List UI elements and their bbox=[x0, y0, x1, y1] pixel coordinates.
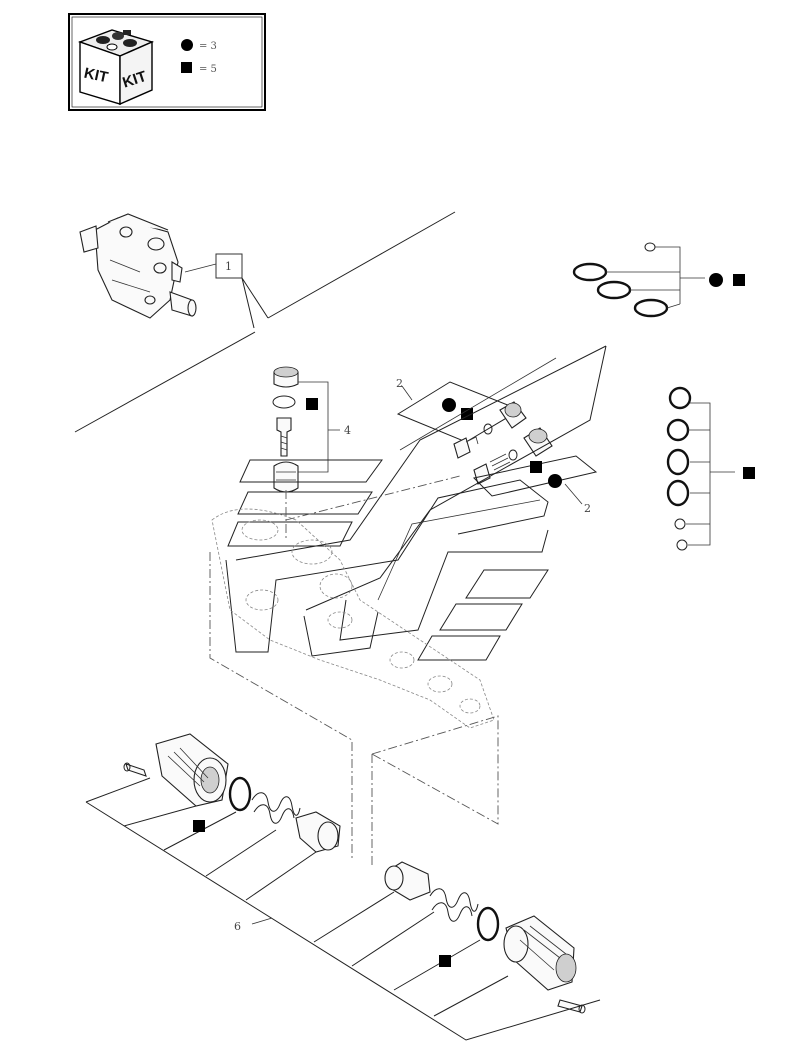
legend-square-text: = 5 bbox=[199, 64, 217, 75]
upper-square-marker bbox=[461, 408, 473, 420]
check-valve-upper: 2 bbox=[396, 377, 527, 459]
callout-6-text: 6 bbox=[234, 920, 241, 933]
kit-label-left: KIT bbox=[82, 65, 109, 87]
callout-1-text: 1 bbox=[225, 260, 232, 273]
kit-legend: KIT KIT = 3 = 5 bbox=[68, 13, 266, 111]
assembly-reference-line bbox=[74, 211, 456, 433]
left-cap-square-marker bbox=[193, 820, 205, 832]
kit-box-icon: KIT KIT bbox=[77, 29, 155, 106]
spool-cap-right bbox=[384, 861, 586, 1014]
right-cap-square-marker bbox=[439, 955, 451, 967]
assembly-axes bbox=[209, 475, 499, 868]
callout-4-text: 4 bbox=[344, 424, 351, 437]
kit-label-right: KIT bbox=[120, 68, 148, 92]
cartridge-square-marker bbox=[306, 398, 318, 410]
callout-2-bottom-text: 2 bbox=[584, 502, 591, 515]
kit-circle-marker bbox=[709, 273, 723, 287]
o-ring-kit-right bbox=[666, 386, 755, 551]
relief-valve-cartridge: 4 bbox=[227, 366, 383, 547]
o-ring-kit-top bbox=[572, 242, 745, 318]
legend-circle-marker bbox=[181, 39, 193, 51]
legend-circle-text: = 3 bbox=[199, 41, 217, 52]
kit-square-marker bbox=[733, 274, 745, 286]
spool-cap-left bbox=[123, 733, 341, 853]
valve-body-assembly bbox=[79, 213, 197, 319]
legend-square-marker bbox=[181, 62, 192, 73]
lower-square-marker bbox=[530, 461, 542, 473]
callout-6-bracket: 6 bbox=[85, 777, 601, 1041]
callout-1: 1 bbox=[184, 253, 269, 329]
kit-square-marker-right bbox=[743, 467, 755, 479]
valve-body-ghost bbox=[211, 508, 495, 729]
callout-2-top-text: 2 bbox=[396, 377, 403, 390]
upper-circle-marker bbox=[442, 398, 456, 412]
check-valve-lower: 2 bbox=[472, 427, 598, 515]
lower-circle-marker bbox=[548, 474, 562, 488]
leader-lines-center bbox=[225, 345, 607, 661]
